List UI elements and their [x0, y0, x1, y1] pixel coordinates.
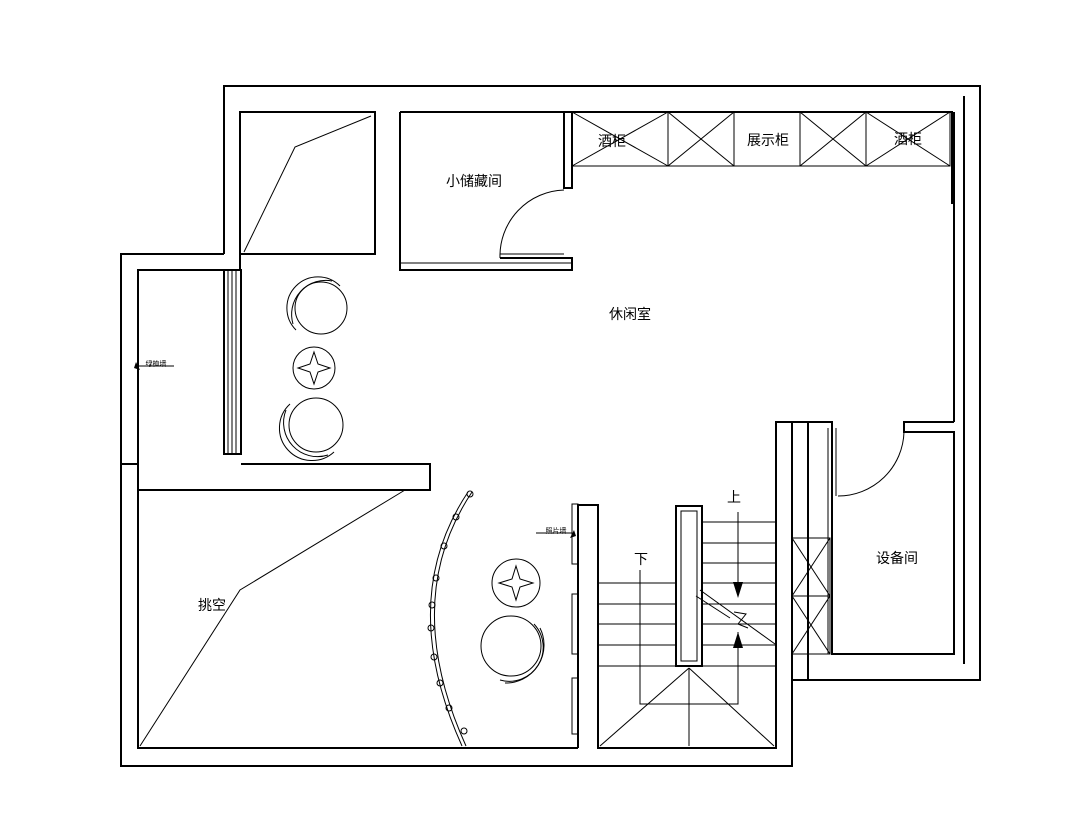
label-display-cabinet: 展示柜	[747, 133, 789, 149]
lounge-chair-bottom	[480, 615, 545, 684]
equipment-room	[791, 421, 955, 655]
label-void: 挑空	[198, 598, 226, 614]
curved-railing	[427, 490, 474, 747]
label-stair-down: 下	[634, 552, 648, 568]
void-area	[139, 489, 406, 747]
label-small-storage: 小储藏间	[446, 174, 502, 190]
photo-wall	[536, 503, 579, 735]
label-photo-wall: 照片墙	[546, 526, 567, 535]
label-wine-cabinet-left: 酒柜	[598, 134, 626, 150]
lounge-chair-top	[286, 276, 348, 335]
label-green-wall: 绿植墙	[146, 359, 167, 368]
lounge-chair-mid	[278, 397, 344, 462]
small-storage-room	[399, 112, 573, 271]
stair-up-arrow	[733, 512, 743, 598]
label-wine-cabinet-right: 酒柜	[894, 132, 922, 148]
middle-wall	[138, 463, 431, 491]
outer-walls	[120, 85, 981, 767]
stair-down-path	[639, 570, 743, 705]
shaft-room	[239, 111, 376, 255]
label-stair-up: 上	[727, 490, 741, 506]
staircase	[598, 505, 776, 747]
side-table-bottom	[491, 558, 541, 608]
label-leisure-room: 休闲室	[609, 306, 651, 323]
side-table-top	[292, 346, 336, 390]
stair-walls	[577, 421, 809, 766]
label-equipment-room: 设备间	[876, 550, 918, 567]
top-cabinets	[571, 111, 951, 167]
green-wall-strip	[134, 269, 242, 455]
